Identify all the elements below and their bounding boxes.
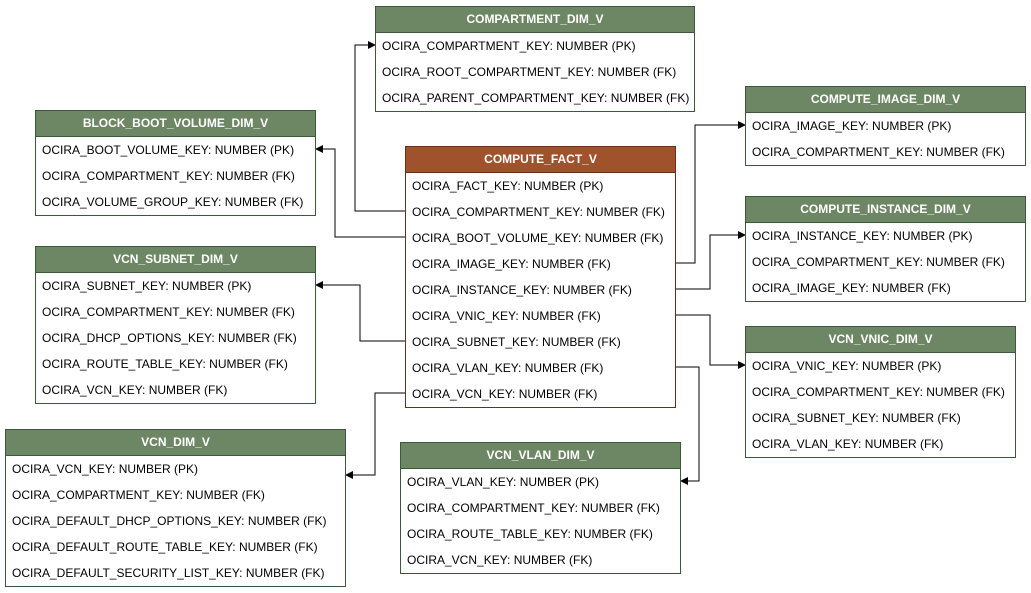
entity-field: OCIRA_ROUTE_TABLE_KEY: NUMBER (FK) [407,527,653,541]
entity-field: OCIRA_SUBNET_KEY: NUMBER (PK) [42,279,252,293]
link-vcn [345,392,405,479]
entity-field: OCIRA_DHCP_OPTIONS_KEY: NUMBER (FK) [42,331,297,345]
entity-field: OCIRA_FACT_KEY: NUMBER (PK) [412,179,604,193]
entity-field: OCIRA_COMPARTMENT_KEY: NUMBER (FK) [42,169,295,183]
entity-field: OCIRA_COMPARTMENT_KEY: NUMBER (FK) [752,255,1005,269]
entity-vcn-subnet-dim[interactable]: VCN_SUBNET_DIM_V OCIRA_SUBNET_KEY: NUMBE… [35,246,316,404]
entity-title: VCN_VLAN_DIM_V [401,443,680,469]
entity-field: OCIRA_VNIC_KEY: NUMBER (FK) [412,309,601,323]
entity-block-boot-volume-dim[interactable]: BLOCK_BOOT_VOLUME_DIM_V OCIRA_BOOT_VOLUM… [35,110,316,216]
entity-field: OCIRA_VCN_KEY: NUMBER (FK) [412,387,598,401]
link-vnic [676,314,746,369]
entity-title: VCN_VNIC_DIM_V [746,327,1015,353]
link-boot-volume [315,145,405,238]
entity-field: OCIRA_VCN_KEY: NUMBER (PK) [12,462,199,476]
entity-field: OCIRA_DEFAULT_SECURITY_LIST_KEY: NUMBER … [12,566,325,580]
entity-title: BLOCK_BOOT_VOLUME_DIM_V [36,111,315,137]
entity-field: OCIRA_INSTANCE_KEY: NUMBER (FK) [412,283,632,297]
entity-field: OCIRA_VNIC_KEY: NUMBER (PK) [752,359,942,373]
entity-field: OCIRA_VCN_KEY: NUMBER (FK) [407,553,593,567]
entity-field: OCIRA_COMPARTMENT_KEY: NUMBER (FK) [42,305,295,319]
entity-field: OCIRA_VCN_KEY: NUMBER (FK) [42,383,228,397]
entity-field: OCIRA_COMPARTMENT_KEY: NUMBER (FK) [412,205,665,219]
entity-field: OCIRA_ROOT_COMPARTMENT_KEY: NUMBER (FK) [382,65,677,79]
entity-field: OCIRA_IMAGE_KEY: NUMBER (FK) [752,281,951,295]
entity-compute-fact[interactable]: COMPUTE_FACT_V OCIRA_FACT_KEY: NUMBER (P… [405,146,676,408]
entity-field: OCIRA_COMPARTMENT_KEY: NUMBER (FK) [752,145,1005,159]
entity-field: OCIRA_IMAGE_KEY: NUMBER (FK) [412,257,611,271]
entity-field: OCIRA_COMPARTMENT_KEY: NUMBER (FK) [407,501,660,515]
entity-field: OCIRA_COMPARTMENT_KEY: NUMBER (FK) [12,488,265,502]
entity-field: OCIRA_INSTANCE_KEY: NUMBER (PK) [752,229,973,243]
link-instance [676,231,746,290]
entity-field: OCIRA_COMPARTMENT_KEY: NUMBER (FK) [752,385,1005,399]
entity-field: OCIRA_ROUTE_TABLE_KEY: NUMBER (FK) [42,357,288,371]
entity-vcn-vlan-dim[interactable]: VCN_VLAN_DIM_V OCIRA_VLAN_KEY: NUMBER (P… [400,442,681,574]
entity-field: OCIRA_BOOT_VOLUME_KEY: NUMBER (PK) [42,143,295,157]
entity-field: OCIRA_COMPARTMENT_KEY: NUMBER (PK) [382,39,636,53]
entity-title: COMPUTE_IMAGE_DIM_V [746,87,1025,113]
link-subnet [315,281,405,342]
entity-title: COMPARTMENT_DIM_V [376,7,694,33]
entity-field: OCIRA_SUBNET_KEY: NUMBER (FK) [752,411,961,425]
entity-field: OCIRA_DEFAULT_ROUTE_TABLE_KEY: NUMBER (F… [12,540,318,554]
entity-field: OCIRA_VLAN_KEY: NUMBER (FK) [412,361,604,375]
entity-compute-instance-dim[interactable]: COMPUTE_INSTANCE_DIM_V OCIRA_INSTANCE_KE… [745,196,1026,302]
entity-field: OCIRA_IMAGE_KEY: NUMBER (PK) [752,119,952,133]
entity-title: VCN_SUBNET_DIM_V [36,247,315,273]
entity-title: VCN_DIM_V [6,430,345,456]
entity-field: OCIRA_VOLUME_GROUP_KEY: NUMBER (FK) [42,195,304,209]
entity-vcn-dim[interactable]: VCN_DIM_V OCIRA_VCN_KEY: NUMBER (PK) OCI… [5,429,346,587]
entity-field: OCIRA_VLAN_KEY: NUMBER (FK) [752,437,944,451]
entity-compartment-dim[interactable]: COMPARTMENT_DIM_V OCIRA_COMPARTMENT_KEY:… [375,6,695,112]
entity-field: OCIRA_BOOT_VOLUME_KEY: NUMBER (FK) [412,231,664,245]
entity-vcn-vnic-dim[interactable]: VCN_VNIC_DIM_V OCIRA_VNIC_KEY: NUMBER (P… [745,326,1016,458]
entity-title: COMPUTE_FACT_V [406,147,675,173]
entity-compute-image-dim[interactable]: COMPUTE_IMAGE_DIM_V OCIRA_IMAGE_KEY: NUM… [745,86,1026,166]
entity-field: OCIRA_PARENT_COMPARTMENT_KEY: NUMBER (FK… [382,91,690,105]
entity-field: OCIRA_SUBNET_KEY: NUMBER (FK) [412,335,621,349]
entity-field: OCIRA_VLAN_KEY: NUMBER (PK) [407,475,600,489]
entity-field: OCIRA_DEFAULT_DHCP_OPTIONS_KEY: NUMBER (… [12,514,327,528]
entity-title: COMPUTE_INSTANCE_DIM_V [746,197,1025,223]
link-image [676,121,746,264]
